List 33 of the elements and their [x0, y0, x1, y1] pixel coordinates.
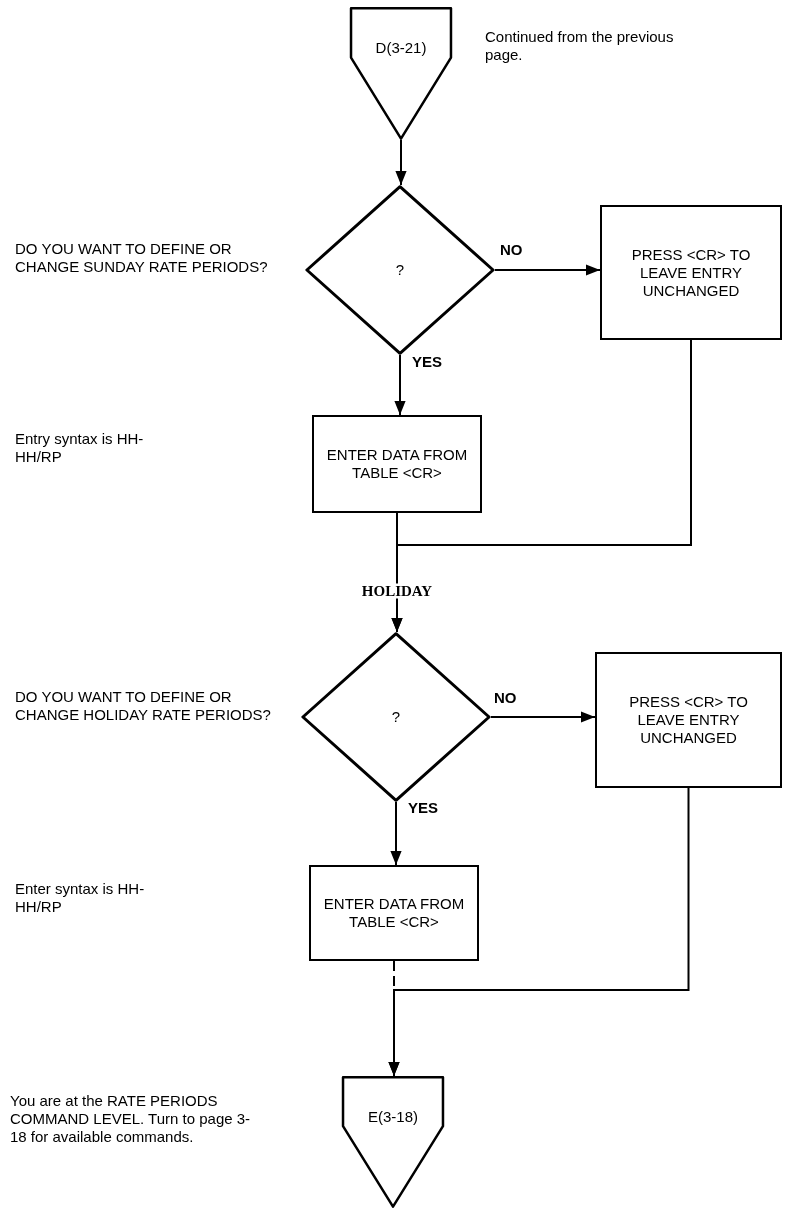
arrow [390, 801, 402, 866]
edge-label: YES [412, 354, 442, 369]
note-text: Enter syntax is HH-HH/RP [15, 880, 145, 916]
node-text: ENTER DATA FROM TABLE <CR> [323, 895, 465, 931]
arrow [494, 264, 601, 276]
decision-diamond [305, 185, 495, 355]
edge-label: NO [494, 690, 517, 705]
process-box [595, 652, 782, 788]
node-text: ? [391, 708, 401, 726]
edge-label: NO [500, 242, 523, 257]
node-text: D(3-21) [375, 39, 427, 57]
off-page-connector [350, 7, 452, 140]
node-text: ENTER DATA FROM TABLE <CR> [326, 446, 468, 482]
note-text: You are at the RATE PERIODS COMMAND LEVEL. Turn to page 3-18 for available commands. [10, 1092, 252, 1146]
process-box [600, 205, 782, 340]
edge-label: YES [408, 800, 438, 815]
decision-diamond [301, 632, 491, 802]
arrow [388, 787, 690, 1077]
arrow [395, 139, 407, 186]
note-text: Entry syntax is HH-HH/RP [15, 430, 145, 466]
process-box [312, 415, 482, 513]
arrow [394, 354, 406, 416]
node-text: ? [395, 261, 405, 279]
annotation-text: DO YOU WANT TO DEFINE OR CHANGE HOLIDAY RATE PERIODS? [15, 688, 272, 724]
arrow [490, 711, 596, 723]
annotation-text: DO YOU WANT TO DEFINE OR CHANGE SUNDAY RATE PERIODS? [15, 240, 269, 276]
node-text: E(3-18) [368, 1108, 418, 1126]
off-page-connector [342, 1076, 444, 1208]
annotation-text: Continued from the previous page. [485, 28, 675, 64]
process-box [309, 865, 479, 961]
arrow [391, 339, 692, 633]
node-text: PRESS <CR> TO LEAVE ENTRY UNCHANGED [628, 693, 749, 747]
node-text: PRESS <CR> TO LEAVE ENTRY UNCHANGED [630, 245, 752, 300]
